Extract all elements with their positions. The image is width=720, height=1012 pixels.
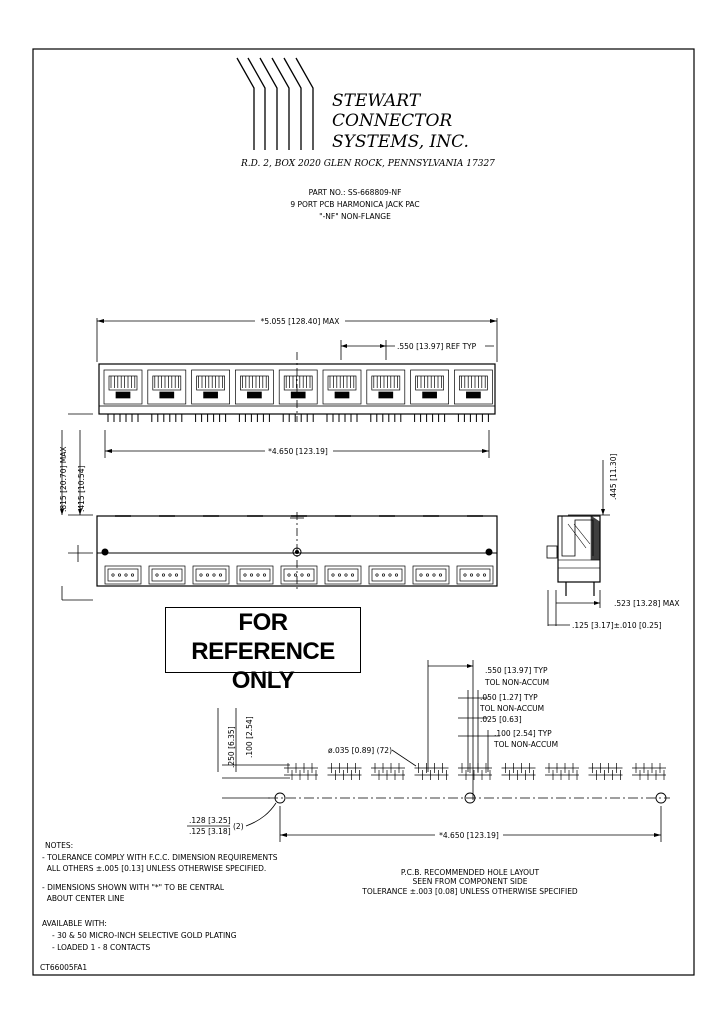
dim-post-span-pcb: *4.650 [123.19] <box>439 831 499 840</box>
notes-line-2: ALL OTHERS ±.005 [0.13] UNLESS OTHERWISE… <box>42 864 266 873</box>
front-port <box>366 369 406 422</box>
company-name-line-1: STEWART <box>332 91 422 111</box>
bottom-port <box>236 515 274 585</box>
notes-line-1: - TOLERANCE COMPLY WITH F.C.C. DIMENSION… <box>42 853 278 862</box>
stamp-line-1: FOR REFERENCE <box>191 609 335 665</box>
front-port <box>235 369 274 422</box>
pcb-caption-2: SEEN FROM COMPONENT SIDE <box>413 877 528 886</box>
dim-pcb-offset: .025 [0.63] <box>480 715 522 724</box>
dim-height-body: .415 [10.54] <box>77 466 86 512</box>
front-port <box>147 369 187 422</box>
front-port <box>191 369 230 422</box>
dim-overall-width: *5.055 [128.40] MAX <box>261 317 340 326</box>
stamp-line-2: ONLY <box>231 667 295 694</box>
dim-pcb-pitch-2: TOL NON-ACCUM <box>484 678 549 687</box>
front-port <box>103 369 143 422</box>
dim-side-depth: .523 [13.28] MAX <box>614 599 680 608</box>
company-logo <box>236 57 314 150</box>
front-view: *5.055 [128.40] MAX .550 [13.97] REF TYP… <box>96 315 498 458</box>
front-port <box>278 369 318 422</box>
front-port <box>454 369 493 422</box>
company-name-line-2: CONNECTOR <box>332 111 452 131</box>
available-heading: AVAILABLE WITH: <box>42 919 107 928</box>
dim-post-hole-count: (2) <box>233 822 244 831</box>
bottom-port <box>192 515 230 585</box>
bottom-port <box>148 515 186 585</box>
company-name: STEWART CONNECTOR SYSTEMS, INC. <box>332 91 469 152</box>
part-description: 9 PORT PCB HARMONICA JACK PAC <box>290 200 419 209</box>
pcb-hole-group <box>414 763 449 780</box>
drawing-code: CT66005FA1 <box>40 963 87 972</box>
pcb-hole-group <box>284 763 318 780</box>
front-port <box>410 369 449 422</box>
pcb-hole-group <box>545 763 579 780</box>
pcb-hole-group <box>632 763 666 780</box>
notes-line-4: ABOUT CENTER LINE <box>42 894 125 903</box>
dim-hole-dia: ø.035 [0.89] (72) <box>328 746 392 755</box>
dim-pcb-pitch-1: .550 [13.97] TYP <box>485 666 548 675</box>
pcb-hole-group <box>458 763 492 780</box>
bottom-port <box>412 515 450 585</box>
bottom-port <box>456 515 494 585</box>
for-reference-stamp: FOR REFERENCE ONLY <box>165 607 361 694</box>
dim-height-max: .815 [20.70] MAX <box>59 446 68 512</box>
dim-row-b: .100 [2.54] <box>245 716 254 758</box>
dim-post-hole-b: .125 [3.18] <box>189 827 231 836</box>
dim-post-span-front: *4.650 [123.19] <box>268 447 328 456</box>
pcb-hole-group <box>327 763 362 780</box>
dim-side-height: .445 [11.30] <box>609 454 618 500</box>
front-port <box>322 369 362 422</box>
bottom-port <box>324 515 362 585</box>
pcb-caption-1: P.C.B. RECOMMENDED HOLE LAYOUT <box>401 868 540 877</box>
dim-port-pitch: .550 [13.97] REF TYP <box>397 342 477 351</box>
part-number: PART NO.: SS-668809-NF <box>309 188 402 197</box>
drawing-border <box>32 48 695 976</box>
pcb-hole-group <box>588 763 623 780</box>
dim-row-a: .250 [6.35] <box>227 726 236 768</box>
dim-contact-pitch-2: TOL NON-ACCUM <box>479 704 544 713</box>
side-view: .445 [11.30] .523 [13.28] MAX .125 [3.17… <box>546 454 680 630</box>
bottom-view: .815 [20.70] MAX .415 [10.54] <box>59 413 498 601</box>
bottom-port <box>104 515 142 585</box>
dim-post-hole-a: .128 [3.25] <box>189 816 231 825</box>
company-name-line-3: SYSTEMS, INC. <box>332 132 469 152</box>
dim-row-pitch-1: .100 [2.54] TYP <box>494 729 552 738</box>
dim-side-offset: .125 [3.17]±.010 [0.25] <box>572 621 662 630</box>
pcb-hole-group <box>371 763 405 780</box>
pcb-caption-3: TOLERANCE ±.003 [0.08] UNLESS OTHERWISE … <box>361 887 578 896</box>
part-variant: "-NF" NON-FLANGE <box>319 212 391 221</box>
bottom-port <box>368 515 406 585</box>
dim-contact-pitch-1: .050 [1.27] TYP <box>480 693 538 702</box>
available-line-2: - LOADED 1 - 8 CONTACTS <box>52 943 151 952</box>
available-line-1: - 30 & 50 MICRO-INCH SELECTIVE GOLD PLAT… <box>52 931 237 940</box>
notes-line-3: - DIMENSIONS SHOWN WITH "*" TO BE CENTRA… <box>42 883 225 892</box>
notes-heading: NOTES: <box>45 841 73 850</box>
pcb-hole-group <box>501 763 536 780</box>
bottom-port <box>280 515 318 585</box>
dim-row-pitch-2: TOL NON-ACCUM <box>493 740 558 749</box>
company-address: R.D. 2, BOX 2020 GLEN ROCK, PENNSYLVANIA… <box>240 159 495 169</box>
pcb-hole-layout: .550 [13.97] TYP TOL NON-ACCUM .050 [1.2… <box>187 660 670 896</box>
notes-block: NOTES: - TOLERANCE COMPLY WITH F.C.C. DI… <box>40 841 278 972</box>
